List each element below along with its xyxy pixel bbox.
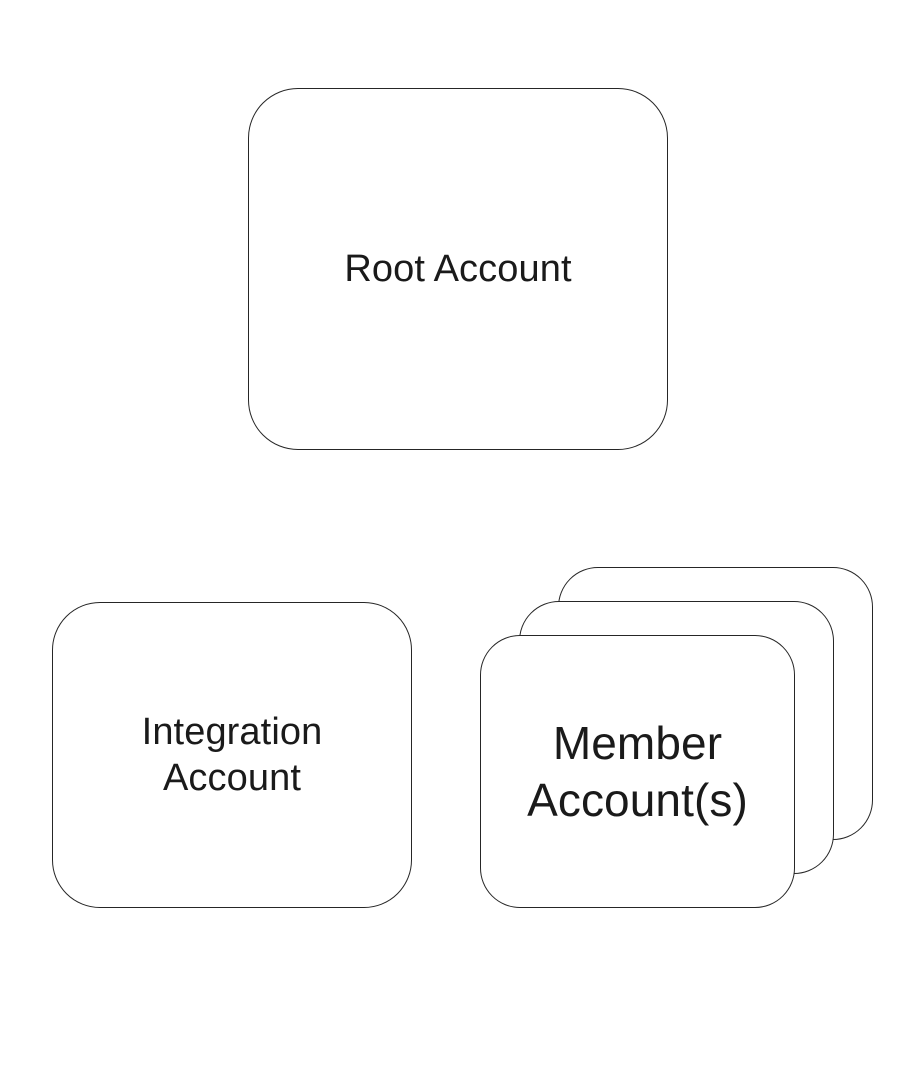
node-member-accounts-label: Member Account(s) [527, 717, 748, 826]
node-integration-account[interactable]: Integration Account [52, 602, 412, 908]
node-root-account-label: Root Account [344, 247, 572, 290]
node-member-accounts[interactable]: Member Account(s) [480, 635, 795, 908]
node-integration-account-label: Integration Account [141, 710, 323, 799]
node-root-account[interactable]: Root Account [248, 88, 668, 450]
